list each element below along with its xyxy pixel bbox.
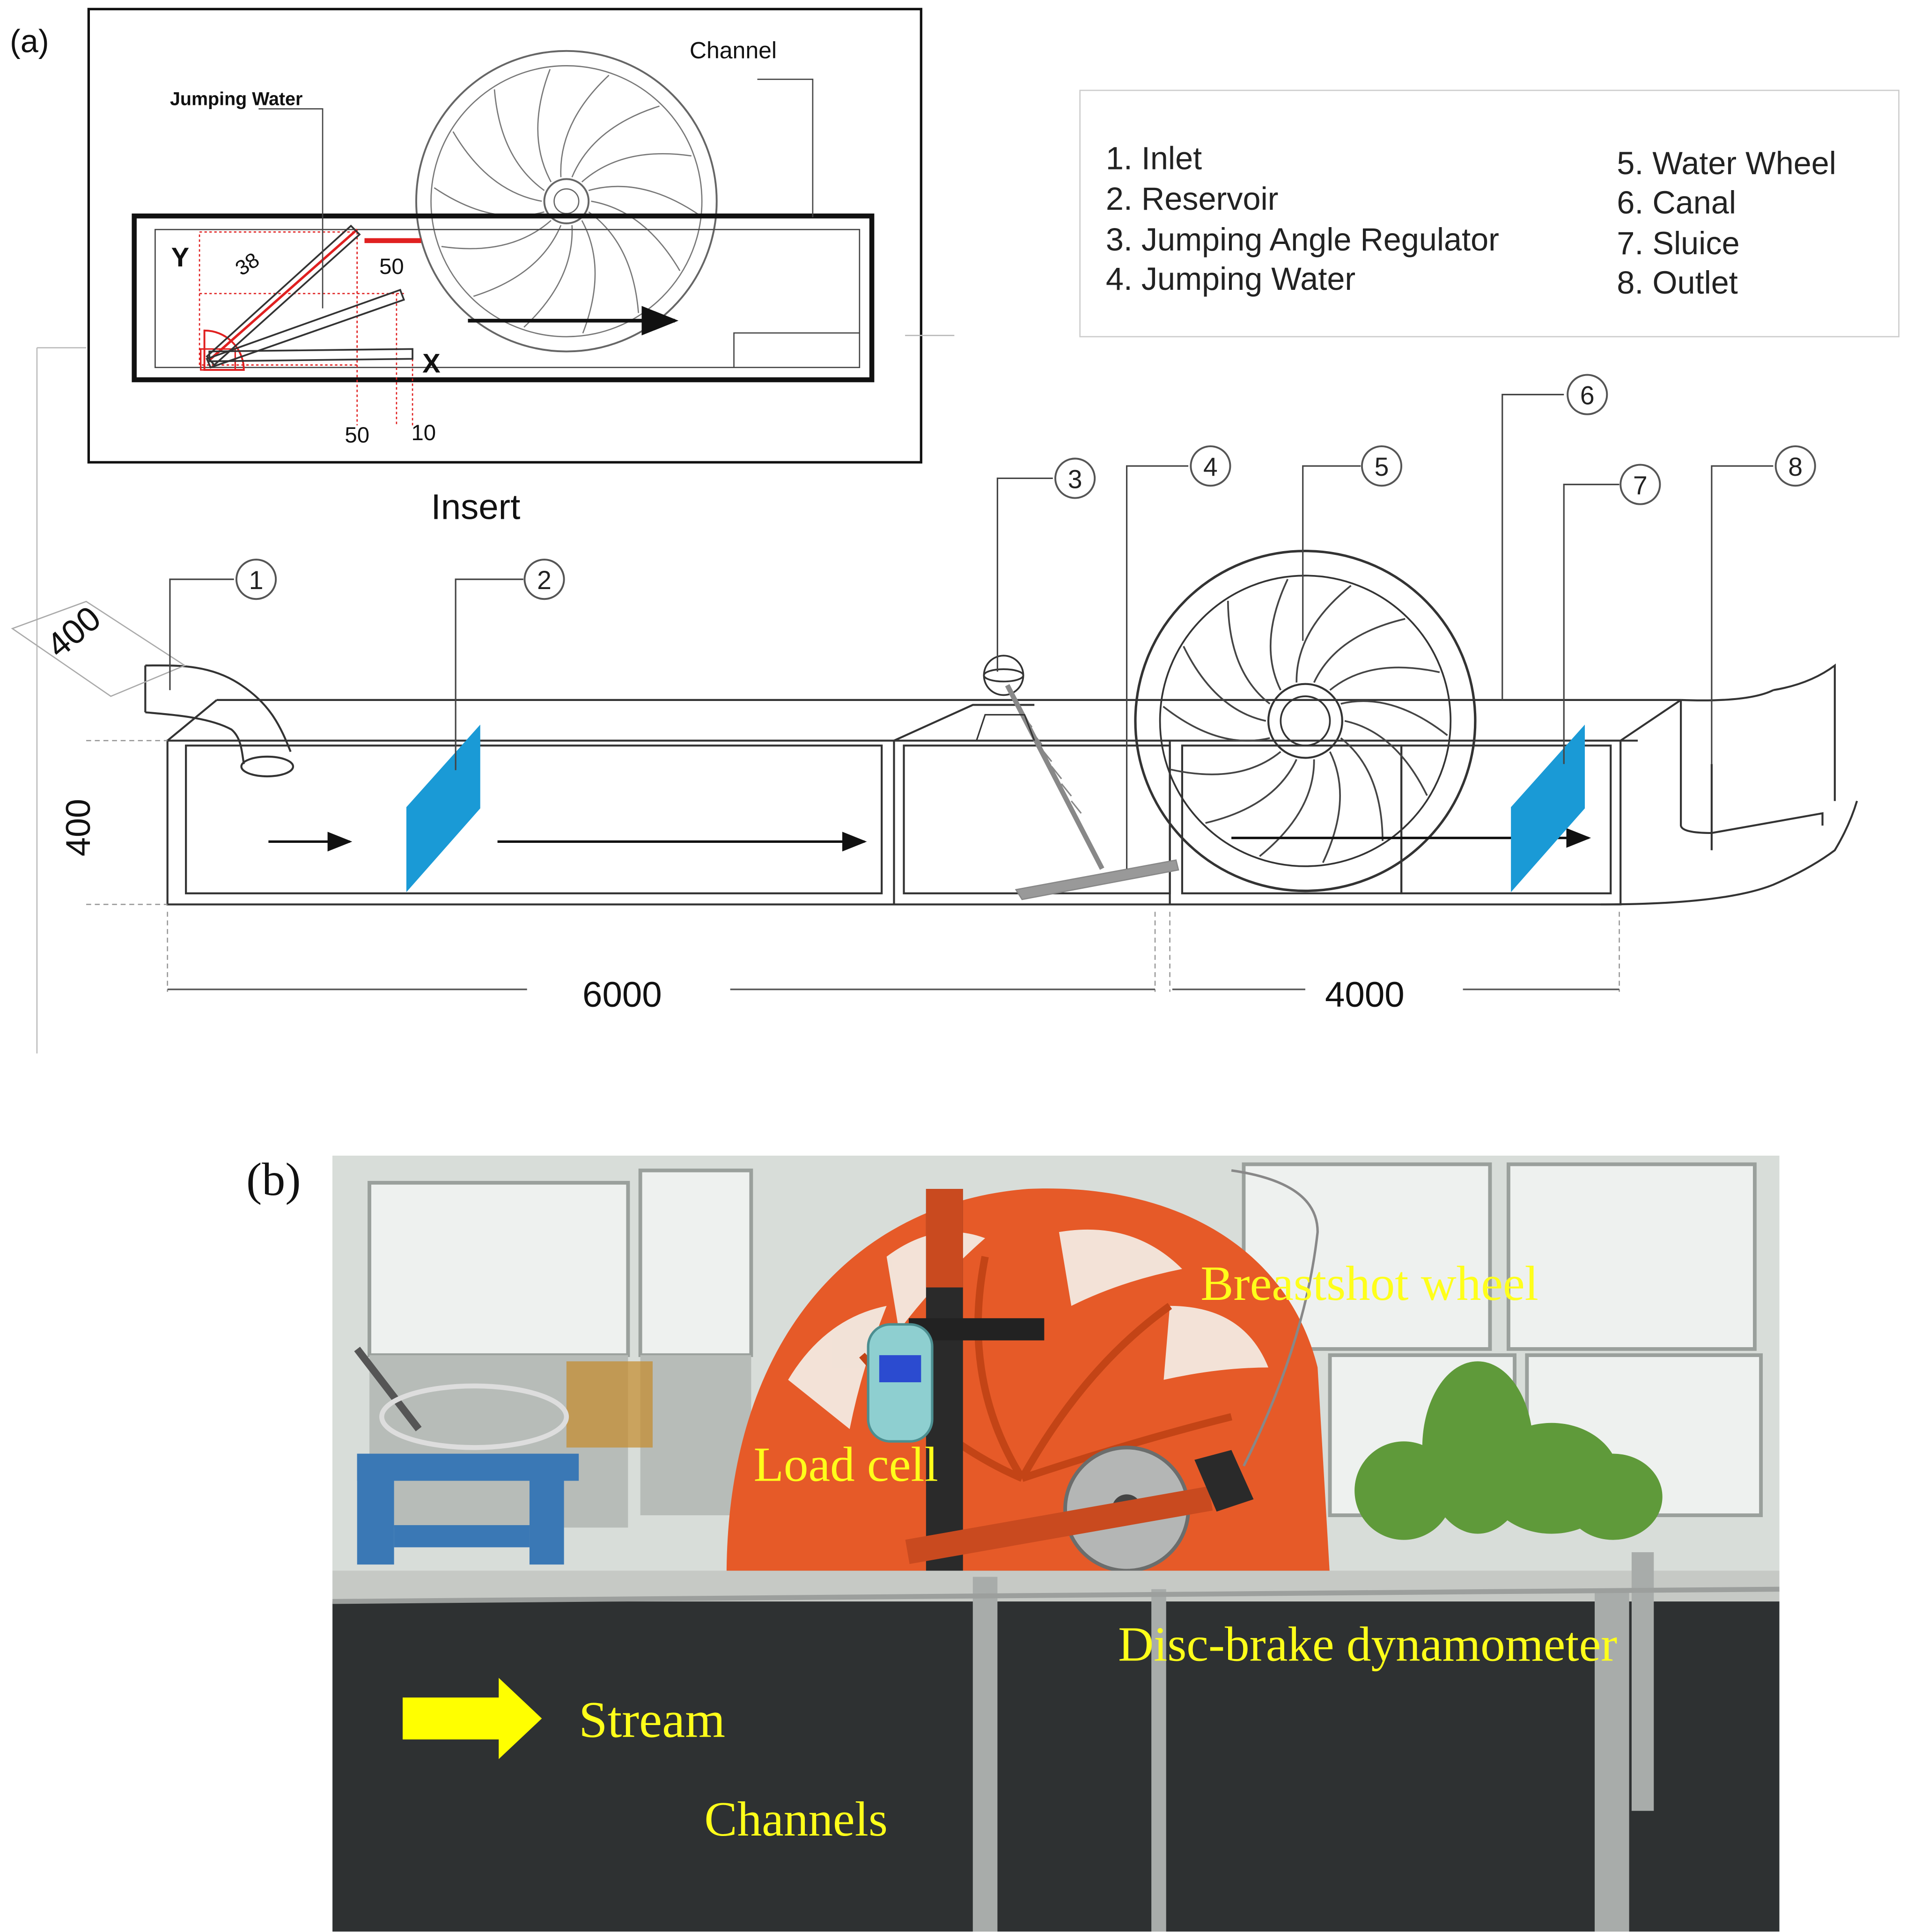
wheel-blade — [588, 211, 640, 313]
label-disc-brake-dynamometer: Disc-brake dynamometer — [1118, 1616, 1617, 1671]
legend-item-8: 8. Outlet — [1617, 265, 1737, 301]
wheel-blade — [588, 185, 699, 215]
insert-axis-y: Y — [171, 243, 190, 273]
insert-jumping-water-label: Jumping Water — [170, 89, 302, 110]
wheel-blade — [1163, 706, 1270, 742]
legend-item-5: 5. Water Wheel — [1617, 146, 1836, 181]
callout-2: 2 — [523, 559, 565, 600]
wheel-blade — [1227, 601, 1271, 705]
insert-jumping-water-plates — [206, 224, 413, 369]
callout-leaders — [169, 394, 1774, 869]
callout-5: 5 — [1361, 445, 1403, 487]
dim-length-right: 4000 — [1325, 975, 1405, 1015]
dim-length-left: 6000 — [582, 975, 662, 1015]
wheel-blade — [1259, 759, 1315, 857]
main-water-wheel — [1134, 550, 1477, 892]
dimension-lines — [86, 740, 1620, 992]
panel-a-label: (a) — [10, 23, 49, 59]
stream-arrow — [403, 1678, 542, 1759]
insert-dim-50-bottom: 50 — [345, 423, 369, 448]
panel-b-label: (b) — [246, 1153, 301, 1205]
svg-text:7: 7 — [1633, 471, 1648, 500]
lab-photo — [332, 1156, 1780, 1932]
photo-load-cell — [867, 1323, 934, 1443]
insert-channel — [132, 213, 875, 383]
wheel-blade — [1269, 579, 1288, 691]
legend-item-6: 6. Canal — [1617, 185, 1736, 221]
insert-channel-label: Channel — [690, 37, 777, 64]
callout-7: 7 — [1619, 464, 1661, 505]
insert-axis-x: X — [422, 348, 441, 378]
insert-dim-50-top: 50 — [379, 254, 404, 279]
dim-height: 400 — [59, 799, 97, 856]
main-channel-diagram — [11, 335, 1858, 1054]
wheel-blade — [581, 220, 596, 334]
insert-caption: Insert — [431, 487, 521, 527]
photo-channel-panel — [332, 1601, 1780, 1932]
legend: 1. Inlet 2. Reservoir 3. Jumping Angle R… — [1079, 89, 1899, 338]
callout-3: 3 — [1054, 457, 1096, 499]
label-load-cell: Load cell — [754, 1437, 938, 1491]
insert-dim-10: 10 — [411, 420, 436, 445]
svg-text:1: 1 — [249, 566, 264, 595]
wheel-blade — [523, 225, 573, 328]
wheel-blade — [581, 153, 692, 183]
wheel-blade — [1313, 618, 1406, 683]
wheel-blade — [591, 200, 681, 271]
wheel-blade — [571, 105, 660, 177]
wheel-blade — [493, 89, 545, 191]
legend-item-4: 4. Jumping Water — [1106, 261, 1355, 297]
wheel-blade — [1170, 751, 1281, 775]
svg-text:2: 2 — [537, 566, 552, 595]
wheel-blade — [1205, 759, 1297, 824]
wheel-blade — [1340, 700, 1448, 736]
label-stream: Stream — [579, 1691, 725, 1748]
svg-text:8: 8 — [1788, 452, 1803, 481]
legend-item-2: 2. Reservoir — [1106, 181, 1279, 217]
svg-text:6: 6 — [1580, 381, 1595, 410]
svg-text:5: 5 — [1375, 452, 1389, 481]
legend-item-1: 1. Inlet — [1106, 140, 1202, 176]
callout-4: 4 — [1190, 445, 1231, 487]
legend-item-3: 3. Jumping Angle Regulator — [1106, 222, 1499, 258]
wheel-blade — [1340, 737, 1384, 841]
callout-1: 1 — [236, 559, 277, 600]
wheel-blade — [1344, 720, 1428, 796]
insert-diagram: Jumping Water Channel Y X 38 50 50 10 — [87, 7, 922, 464]
wheel-blade — [1329, 666, 1440, 691]
wheel-blade — [452, 131, 542, 202]
label-channels: Channels — [704, 1792, 887, 1846]
callout-6: 6 — [1567, 374, 1608, 415]
svg-text:4: 4 — [1203, 452, 1218, 481]
svg-text:3: 3 — [1068, 465, 1082, 494]
callout-markers: 1 2 3 4 5 6 7 8 — [236, 374, 1816, 600]
wheel-blade — [1295, 585, 1352, 683]
label-breastshot-wheel: Breastshot wheel — [1200, 1256, 1538, 1311]
outlet-sluice-gate — [1511, 724, 1585, 892]
legend-item-7: 7. Sluice — [1617, 226, 1739, 261]
wheel-blade — [473, 225, 562, 297]
reservoir-sluice-gate — [406, 724, 480, 892]
wheel-blade — [560, 74, 610, 177]
wheel-blade — [441, 220, 552, 250]
wheel-blade — [537, 69, 552, 183]
wheel-blade — [1183, 646, 1266, 722]
wheel-blade — [1322, 751, 1341, 863]
callout-8: 8 — [1774, 445, 1816, 487]
